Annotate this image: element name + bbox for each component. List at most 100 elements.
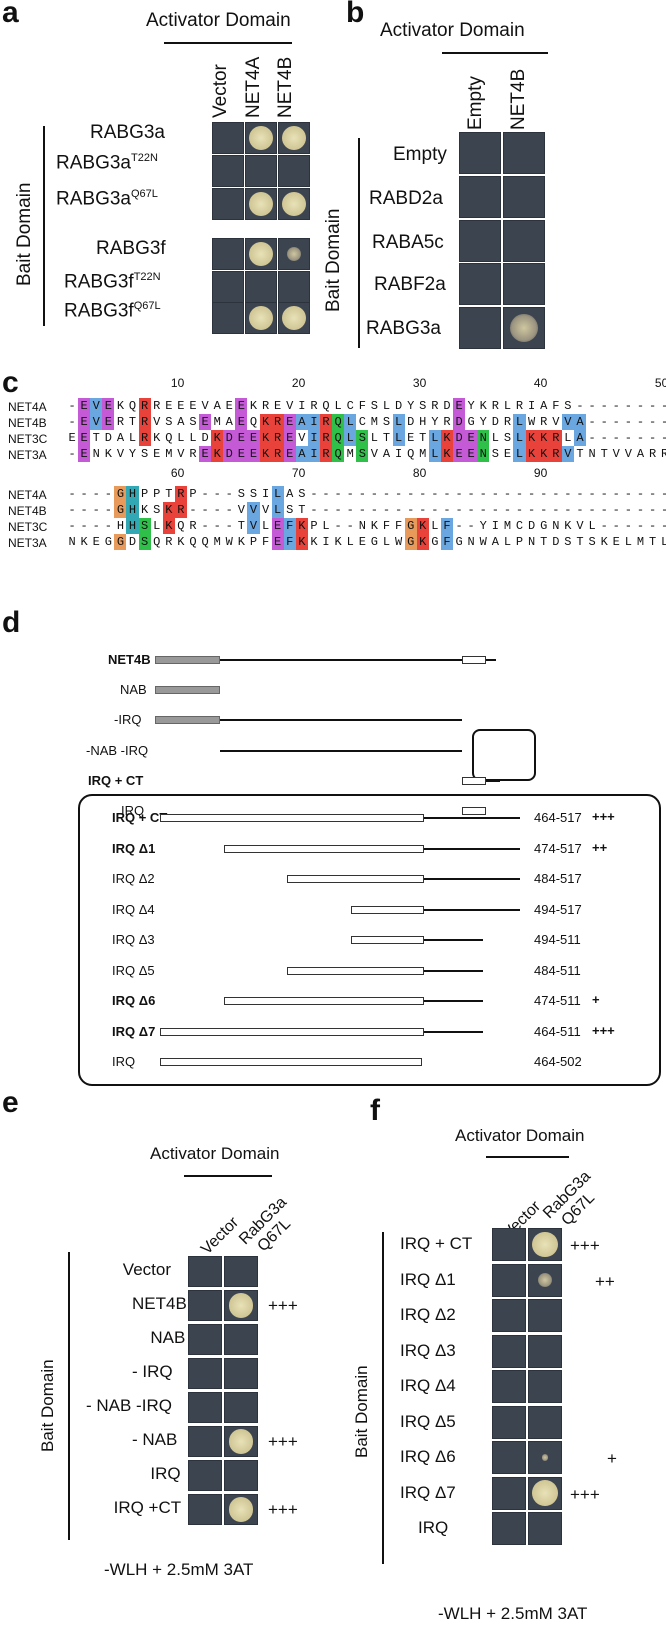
residue: - bbox=[624, 519, 632, 533]
residue: C bbox=[515, 519, 524, 533]
residue: K bbox=[334, 535, 342, 549]
residue: - bbox=[612, 487, 620, 501]
residue: - bbox=[503, 487, 512, 501]
alignment-seq-name: NET3C bbox=[8, 432, 48, 446]
residue: F bbox=[358, 399, 366, 413]
residue: Y bbox=[467, 399, 475, 413]
residue: I bbox=[307, 446, 320, 462]
residue: R bbox=[648, 447, 657, 461]
residue: - bbox=[659, 518, 666, 534]
residue: - bbox=[213, 503, 221, 517]
residue: E bbox=[102, 398, 115, 414]
panel-a-cell bbox=[212, 302, 244, 334]
residue: T bbox=[648, 535, 657, 549]
residue: N bbox=[467, 535, 475, 549]
residue: K bbox=[116, 399, 125, 413]
residue: - bbox=[479, 487, 487, 501]
residue: K bbox=[259, 430, 272, 446]
deletion-irq-bar bbox=[160, 1027, 424, 1036]
alignment-seq-name: NET4B bbox=[8, 416, 47, 430]
construct-irq-bar bbox=[462, 777, 486, 785]
residue: I bbox=[298, 399, 306, 413]
residue: K bbox=[104, 447, 112, 461]
residue: - bbox=[68, 447, 76, 461]
residue: P bbox=[249, 535, 258, 549]
panel-f-cell bbox=[528, 1405, 562, 1439]
residue: V bbox=[624, 447, 632, 461]
deletion-ct-line bbox=[424, 1000, 483, 1002]
deletion-ct-line bbox=[424, 847, 520, 850]
residue: - bbox=[104, 503, 112, 517]
deletion-irq-bar bbox=[224, 997, 424, 1005]
residue: E bbox=[189, 399, 197, 413]
residue: I bbox=[491, 519, 499, 533]
residue: V bbox=[552, 415, 560, 429]
residue: - bbox=[201, 487, 209, 501]
residue: - bbox=[479, 503, 487, 517]
panel-a-row-4: RABG3f bbox=[96, 238, 166, 259]
residue: K bbox=[564, 519, 572, 533]
residue: L bbox=[624, 535, 632, 549]
panel-a-cell-colony bbox=[281, 191, 307, 217]
deletion-irq-bar bbox=[351, 905, 424, 914]
panel-f-activator-line bbox=[486, 1156, 569, 1158]
residue: - bbox=[576, 503, 584, 517]
residue: - bbox=[382, 487, 391, 501]
residue: K bbox=[416, 534, 429, 550]
residue: S bbox=[286, 503, 294, 517]
residue: K bbox=[370, 519, 378, 533]
panel-a-row-1: RABG3a bbox=[90, 122, 165, 143]
residue: S bbox=[138, 534, 151, 550]
residue: W bbox=[394, 535, 403, 549]
panel-b-cell bbox=[459, 132, 501, 174]
residue: L bbox=[491, 431, 499, 445]
residue: S bbox=[165, 415, 173, 429]
residue: H bbox=[126, 502, 139, 518]
residue: Y bbox=[479, 415, 487, 429]
panel-f-cell-colony bbox=[541, 1454, 549, 1461]
deletion-ct-line bbox=[424, 1030, 483, 1033]
residue: - bbox=[334, 503, 342, 517]
panel-a-cell-colony bbox=[286, 246, 302, 262]
panel-a-cell-colony bbox=[248, 125, 274, 151]
residue: S bbox=[356, 430, 369, 446]
residue: - bbox=[528, 487, 536, 501]
deletion-irq-bar bbox=[351, 936, 424, 944]
residue: I bbox=[307, 414, 320, 430]
residue: K bbox=[141, 503, 149, 517]
panel-e-row-label: - IRQ bbox=[132, 1362, 173, 1381]
panel-b-bait-title: Bait Domain bbox=[323, 208, 344, 313]
residue: V bbox=[561, 446, 574, 462]
residue: V bbox=[201, 399, 209, 413]
panel-f-score: + bbox=[607, 1449, 617, 1468]
residue: G bbox=[431, 535, 439, 549]
residue: - bbox=[104, 487, 112, 501]
panel-e-cell bbox=[188, 1324, 222, 1355]
residue: R bbox=[443, 415, 451, 429]
panel-e-letter: e bbox=[2, 1086, 19, 1119]
alignment-tick: 70 bbox=[291, 466, 306, 480]
residue: - bbox=[576, 487, 584, 501]
residue: - bbox=[552, 487, 560, 501]
deletion-label: IRQ Δ2 bbox=[112, 871, 155, 886]
construct-label: -IRQ bbox=[114, 712, 142, 727]
panel-b-activator-title: Activator Domain bbox=[380, 20, 525, 41]
panel-e-bait-line bbox=[68, 1252, 70, 1540]
residue: N bbox=[358, 519, 366, 533]
residue: Y bbox=[407, 399, 415, 413]
alignment-seq-name: NET4B bbox=[8, 504, 47, 518]
residue: E bbox=[465, 430, 478, 446]
residue: E bbox=[283, 446, 296, 462]
residue: - bbox=[624, 487, 632, 501]
deletion-range: 494-511 bbox=[534, 932, 581, 947]
residue: - bbox=[600, 503, 608, 517]
alignment-tick: 50 bbox=[654, 376, 666, 390]
residue: Q bbox=[332, 446, 345, 462]
residue: E bbox=[78, 414, 91, 430]
residue: - bbox=[334, 519, 342, 533]
panel-e-cell-colony bbox=[228, 1293, 254, 1318]
residue: S bbox=[298, 487, 306, 501]
residue: T bbox=[576, 535, 584, 549]
